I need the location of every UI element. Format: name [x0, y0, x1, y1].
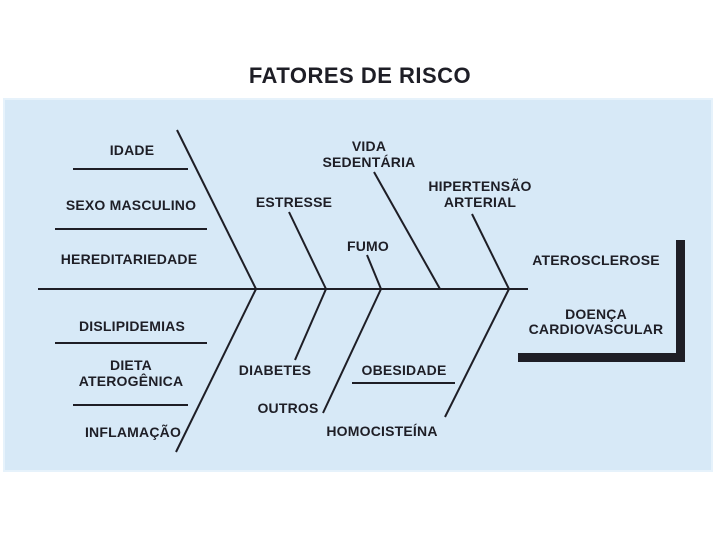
effect-label-doenca-cardiovascular: DOENÇA CARDIOVASCULAR: [516, 307, 676, 337]
effect-bracket-horizontal: [518, 353, 685, 362]
rib-upper-1: [176, 129, 257, 290]
rib-upper-hipertensao: [471, 213, 510, 290]
cause-label-vida-line1: VIDA: [351, 138, 387, 154]
cause-label-dieta-line1: DIETA: [110, 357, 152, 373]
cause-label-vida-sedentaria: VIDA SEDENTÁRIA: [299, 138, 439, 170]
cause-label-estresse: ESTRESSE: [255, 194, 333, 210]
rib-upper-vida: [373, 171, 441, 290]
effect-label-doenca-line2: CARDIOVASCULAR: [528, 321, 664, 337]
cause-label-dieta-line2: ATEROGÊNICA: [78, 373, 184, 389]
cause-label-vida-line2: SEDENTÁRIA: [322, 154, 416, 170]
effect-bracket-vertical: [676, 240, 685, 362]
cause-label-hipertensao-line2: ARTERIAL: [443, 194, 517, 210]
rib-lower-outros: [322, 288, 382, 414]
diagram-panel: [3, 98, 713, 472]
effect-label-aterosclerose: ATEROSCLEROSE: [532, 252, 660, 268]
cause-label-sexo-masculino: SEXO MASCULINO: [65, 197, 197, 213]
cause-label-hipertensao-arterial: HIPERTENSÃO ARTERIAL: [410, 178, 550, 210]
slide-title: FATORES DE RISCO: [248, 63, 472, 88]
cause-label-obesidade: OBESIDADE: [361, 362, 447, 378]
rib-upper-fumo: [366, 254, 382, 290]
cause-label-dislipidemias: DISLIPIDEMIAS: [78, 318, 186, 334]
cause-label-hereditariedade: HEREDITARIEDADE: [60, 251, 198, 267]
cause-label-hipertensao-line1: HIPERTENSÃO: [428, 178, 532, 194]
cause-label-inflamacao: INFLAMAÇÃO: [84, 424, 182, 440]
rib-lower-4: [444, 288, 510, 418]
rib-lower-diabetes: [294, 288, 327, 361]
rib-lower-1: [175, 288, 257, 453]
rib-upper-estresse: [288, 211, 327, 290]
cause-label-homocisteina: HOMOCISTEÍNA: [326, 423, 438, 439]
cause-label-fumo: FUMO: [346, 238, 390, 254]
effect-label-doenca-line1: DOENÇA: [565, 306, 627, 322]
cause-label-idade: IDADE: [109, 142, 155, 158]
cause-label-diabetes: DIABETES: [238, 362, 312, 378]
cause-label-dieta-aterogenica: DIETA ATEROGÊNICA: [61, 357, 201, 389]
cause-label-outros: OUTROS: [257, 400, 319, 416]
